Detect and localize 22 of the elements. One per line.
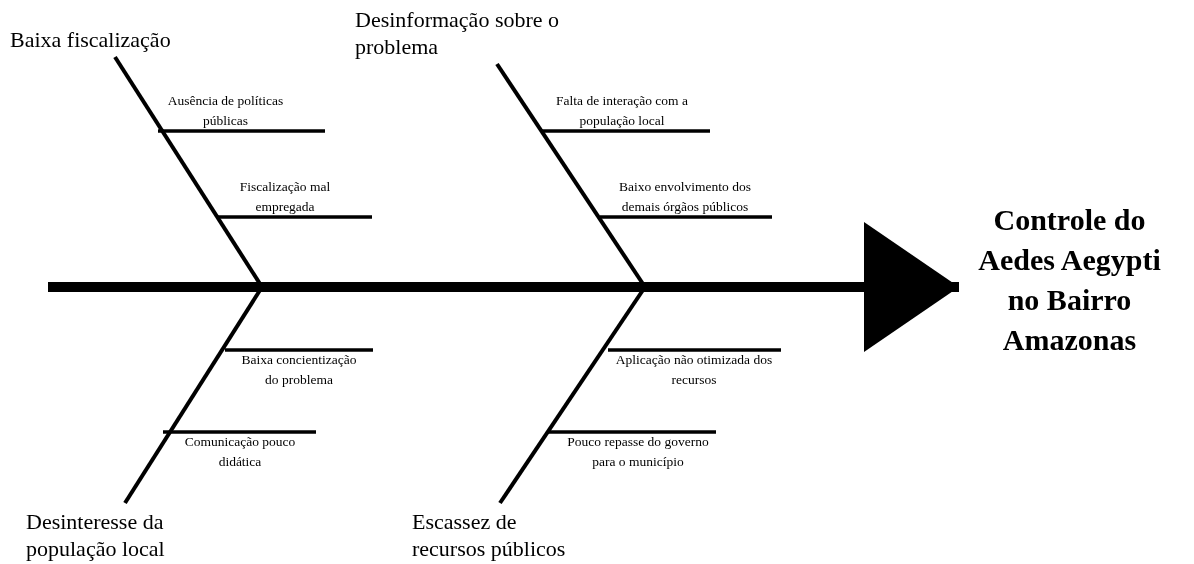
- bone-line: [541, 129, 710, 133]
- bone-line: [548, 430, 716, 434]
- bone-line: [158, 129, 325, 133]
- cause-label: Fiscalização mal empregada: [238, 178, 332, 216]
- effect-label: Controle do Aedes Aegypti no Bairro Amazonas: [977, 202, 1162, 358]
- category-label: Escassez de recursos públicos: [412, 508, 567, 562]
- spine-arrow: [48, 222, 959, 352]
- cause-label: Ausência de políticas públicas: [166, 92, 285, 130]
- category-label: Baixa fiscalização: [10, 26, 172, 53]
- category-label: Desinformação sobre o problema: [355, 6, 561, 60]
- cause-label: Comunicação pouco didática: [183, 433, 297, 471]
- cause-label: Falta de interação com a população local: [555, 92, 689, 130]
- bone-line: [608, 348, 781, 352]
- category-label: Desinteresse da população local: [26, 508, 166, 562]
- bone-line: [600, 215, 772, 219]
- cause-label: Baixa concientização do problema: [240, 351, 358, 389]
- bone-line: [163, 430, 316, 434]
- cause-label: Aplicação não otimizada dos recursos: [614, 351, 774, 389]
- bone-line: [225, 348, 373, 352]
- cause-label: Pouco repasse do governo para o município: [566, 433, 710, 471]
- cause-label: Baixo envolvimento dos demais órgãos públicos: [618, 178, 752, 216]
- bone-line: [218, 215, 372, 219]
